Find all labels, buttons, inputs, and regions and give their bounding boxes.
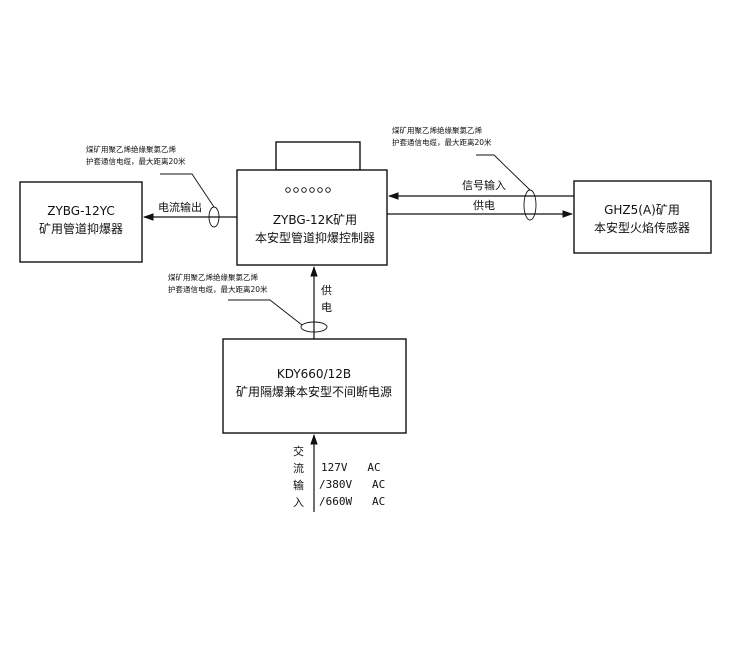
suppressor-box [19,181,143,263]
controller-name: 本安型管道抑爆控制器 [255,230,375,245]
suppressor-block: ZYBG-12YC 矿用管道抑爆器 [19,181,143,263]
ac-input-char-2: 流 [293,461,304,475]
cable-note-right-line2: 护套通信电缆，最大距离20米 [392,137,492,147]
indicator-led [309,187,315,193]
suppressor-model: ZYBG-12YC [47,204,115,218]
cable-note-bottom-line1: 煤矿用聚乙烯绝缘聚氯乙烯 [168,272,258,282]
cable-marker-right [523,189,537,221]
power-supply-model: KDY660/12B [277,367,351,381]
cable-leader-left [160,173,215,208]
ac-spec-380v: /380V AC [319,478,385,491]
flame-sensor-name: 本安型火焰传感器 [594,220,690,235]
supply-right-label: 供电 [473,198,495,212]
flame-sensor-model: GHZ5(A)矿用 [604,203,680,217]
ac-input-char-3: 输 [293,478,304,492]
power-link: 供 电 煤矿用聚乙烯绝缘聚氯乙烯 护套通信电缆，最大距离20米 [168,265,332,339]
cable-note-left-line1: 煤矿用聚乙烯绝缘聚氯乙烯 [86,144,176,154]
sensor-link: 信号输入 供电 煤矿用聚乙烯绝缘聚氯乙烯 护套通信电缆，最大距离20米 [387,125,574,221]
power-supply-box [222,338,407,434]
ac-spec-127v: 127V AC [321,461,381,474]
controller-top-tab [275,141,361,171]
flame-sensor-block: GHZ5(A)矿用 本安型火焰传感器 [573,180,712,254]
ac-input: 交 流 输 入 127V AC /380V AC /660W AC [293,433,385,512]
ac-input-char-1: 交 [293,444,304,458]
indicator-led [285,187,291,193]
ac-input-char-4: 入 [293,496,304,509]
supply-vertical-char-1: 供 [321,283,332,297]
cable-leader-right [476,154,531,191]
ac-spec-660v: /660W AC [319,495,385,508]
indicator-led [317,187,323,193]
current-output-link: 电流输出 煤矿用聚乙烯绝缘聚氯乙烯 护套通信电缆，最大距离20米 [86,144,237,228]
cable-leader-bottom [228,299,303,326]
suppressor-name: 矿用管道抑爆器 [39,221,123,236]
indicator-led [301,187,307,193]
indicator-led [325,187,331,193]
indicator-leds [285,187,331,193]
cable-note-bottom-line2: 护套通信电缆，最大距离20米 [168,284,268,294]
cable-marker-bottom [300,321,328,333]
flame-sensor-box [573,180,712,254]
current-output-label: 电流输出 [158,200,202,214]
signal-input-label: 信号输入 [462,178,506,192]
controller-box [236,169,388,266]
indicator-led [293,187,299,193]
power-supply-name: 矿用隔爆兼本安型不间断电源 [236,384,392,399]
controller-block: ZYBG-12K矿用 本安型管道抑爆控制器 [236,141,388,266]
controller-model: ZYBG-12K矿用 [273,213,357,227]
supply-vertical-char-2: 电 [321,301,332,314]
cable-note-left-line2: 护套通信电缆，最大距离20米 [86,156,186,166]
cable-note-right-line1: 煤矿用聚乙烯绝缘聚氯乙烯 [392,125,482,135]
power-supply-block: KDY660/12B 矿用隔爆兼本安型不间断电源 [222,338,407,434]
